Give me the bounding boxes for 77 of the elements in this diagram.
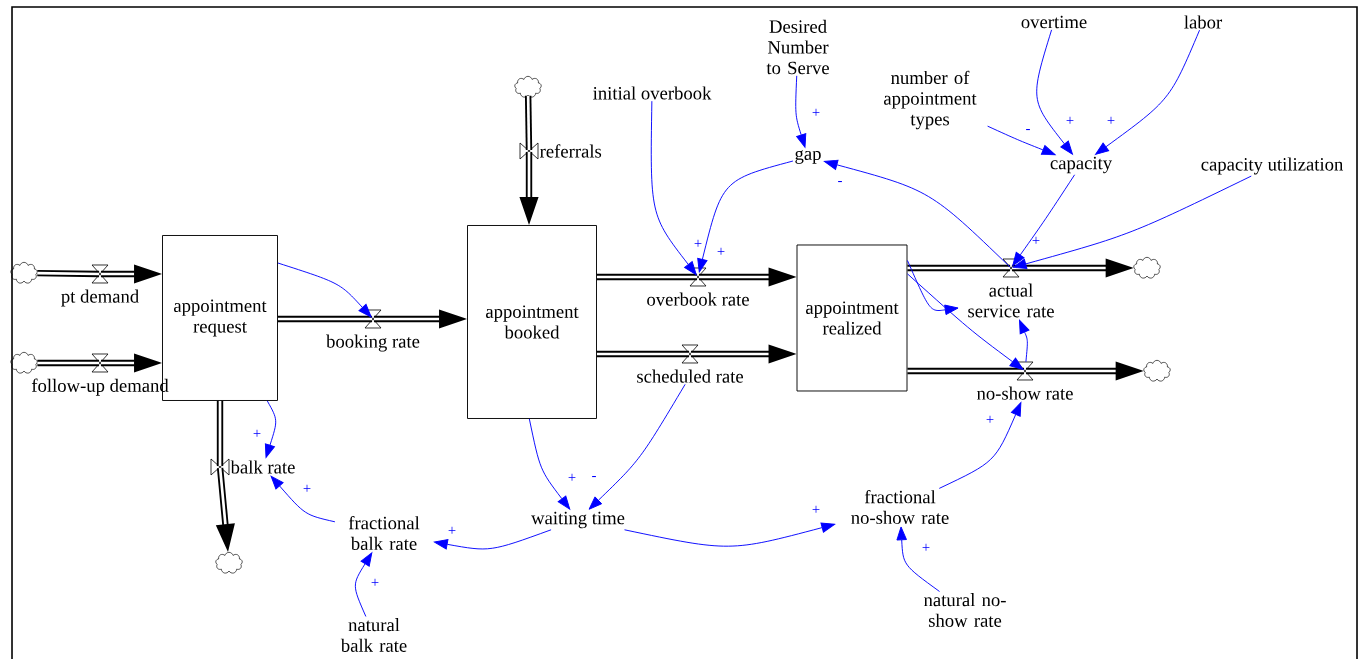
polarity-sign: + — [694, 239, 702, 247]
flow-label: no-show rate — [976, 386, 1073, 400]
variable-label: natural no-show rate — [923, 593, 1006, 627]
polarity-sign: + — [717, 247, 725, 255]
causal-arrow — [823, 159, 1011, 268]
flow-pipe — [278, 315, 373, 323]
causal-arrow — [650, 100, 697, 276]
polarity-sign: + — [568, 473, 576, 481]
flow-pipe — [597, 273, 698, 281]
causal-arrow — [624, 522, 836, 547]
polarity-sign: + — [1066, 116, 1074, 124]
cloud-symbol — [10, 262, 38, 284]
variable-label: waiting time — [531, 511, 625, 529]
causal-arrow — [907, 273, 1024, 370]
variable-label: gap — [795, 150, 821, 164]
causal-arrow — [1012, 174, 1076, 267]
causal-arrow — [987, 125, 1056, 156]
variable-label: capacity utilization — [1201, 157, 1344, 175]
flow-pipe — [597, 350, 690, 358]
stock-box: appointment booked — [467, 225, 597, 419]
variable-label: capacity — [1050, 156, 1113, 174]
causal-arrow — [1036, 29, 1073, 155]
cloud-symbol — [1133, 257, 1161, 279]
causal-arrow — [528, 418, 571, 510]
polarity-sign: - — [838, 181, 842, 183]
causal-arrow — [277, 262, 372, 318]
variable-label: number of appointment types — [884, 70, 977, 130]
variable-label: overtime — [1021, 15, 1087, 29]
polarity-sign: + — [812, 108, 820, 116]
flow-label: balk rate — [230, 460, 295, 474]
causal-arrow — [434, 529, 552, 550]
variable-label: natural balk rate — [340, 618, 407, 652]
stock-box: appointment realized — [796, 244, 908, 392]
causal-arrow — [697, 160, 794, 273]
causal-arrow — [264, 400, 277, 458]
cloud-symbol — [1143, 360, 1171, 382]
variable-label: fractional no-show rate — [851, 490, 949, 524]
causal-arrow — [896, 526, 940, 592]
flow-label: scheduled rate — [637, 369, 743, 383]
flow-pipe — [37, 359, 100, 367]
causal-arrow — [907, 260, 959, 316]
polarity-sign: + — [303, 484, 311, 492]
cloud-symbol — [10, 352, 38, 374]
polarity-sign: + — [371, 578, 379, 586]
polarity-sign: + — [1032, 236, 1040, 244]
flow-label: overbook rate — [647, 292, 749, 306]
flow-pipe — [907, 264, 1011, 272]
variable-label: initial overbook — [593, 86, 712, 100]
polarity-sign: + — [986, 415, 994, 423]
causal-arrow — [1019, 319, 1030, 363]
flow-pipe — [37, 269, 100, 278]
polarity-sign: - — [1026, 129, 1030, 131]
causal-arrow — [588, 383, 686, 510]
causal-arrow — [938, 402, 1022, 489]
causal-arrow — [1012, 175, 1252, 270]
causal-arrow — [270, 475, 336, 523]
polarity-sign: + — [812, 505, 820, 513]
cloud-symbol — [215, 552, 243, 574]
polarity-sign: + — [1107, 116, 1115, 124]
polarity-sign: + — [922, 543, 930, 551]
flow-label: booking rate — [326, 334, 420, 352]
causal-arrow — [1095, 29, 1200, 155]
polarity-sign: + — [448, 526, 456, 534]
polarity-sign: + — [253, 429, 261, 437]
variable-label: labor — [1184, 15, 1223, 29]
causal-arrow — [795, 75, 807, 148]
flow-pipe — [907, 367, 1025, 375]
variable-label: fractional balk rate — [348, 516, 420, 550]
causal-arrow — [354, 552, 373, 617]
flow-pipe — [216, 400, 224, 467]
flow-label: pt demand — [61, 289, 139, 307]
flow-label: actual service rate — [968, 283, 1054, 318]
flow-label: referrals — [540, 144, 602, 158]
variable-label: Desired Number to Serve — [766, 19, 829, 75]
cloud-symbol — [514, 76, 542, 98]
flow-pipe — [524, 95, 533, 151]
polarity-sign: - — [592, 476, 596, 478]
